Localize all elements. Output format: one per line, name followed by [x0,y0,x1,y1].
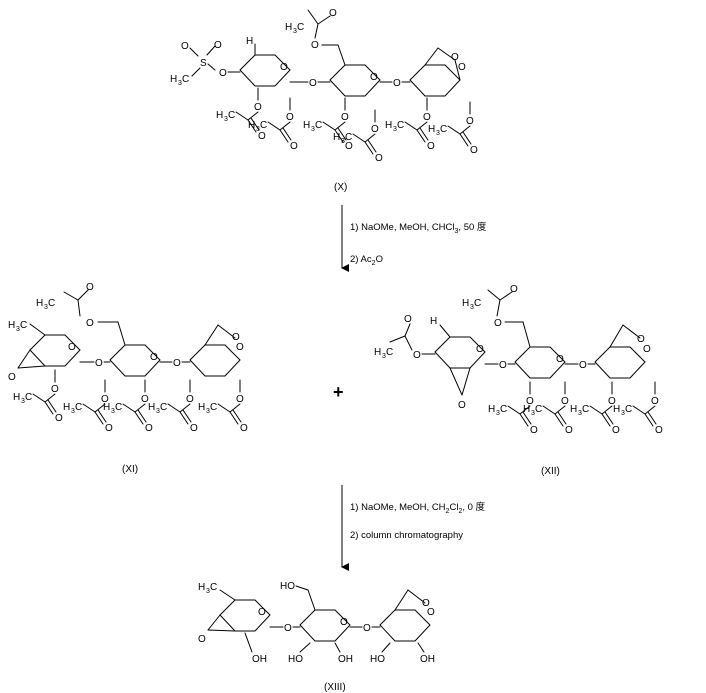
svg-text:C: C [474,298,481,309]
svg-text:H: H [36,298,43,309]
svg-text:O: O [173,358,181,369]
svg-text:3: 3 [293,28,297,35]
step1-condition-1: 1) NaOMe, MeOH, CHCl3, 50 度 [350,221,487,235]
svg-text:H: H [374,347,381,358]
svg-text:H: H [462,298,469,309]
step1-condition-2: 2) Ac2O [350,254,383,267]
compound-xi-structure: O O O O O O O H 3 C O O H 3 C [8,282,249,435]
svg-text:O: O [458,62,466,73]
svg-text:O: O [309,78,317,89]
svg-text:O: O [280,62,288,73]
svg-text:O: O [236,342,244,353]
svg-text:3: 3 [16,326,20,333]
svg-text:O: O [258,607,266,618]
svg-text:S: S [200,58,207,69]
svg-text:3: 3 [382,353,386,360]
svg-text:OH: OH [420,654,435,665]
svg-text:C: C [297,22,304,33]
compound-xii-structure: O O O O O O O H O O H 3 C O O [374,284,664,437]
svg-text:O: O [637,334,645,345]
svg-text:O: O [86,282,94,293]
svg-text:O: O [494,318,502,329]
svg-text:3: 3 [206,588,210,595]
svg-text:O: O [393,78,401,89]
svg-text:OH: OH [252,654,267,665]
svg-text:O: O [404,314,412,325]
compound-xii-label: (XII) [541,466,560,477]
svg-text:O: O [214,40,222,51]
svg-text:O: O [150,352,158,363]
svg-text:H: H [430,316,437,327]
svg-text:C: C [182,74,189,85]
svg-text:HO: HO [370,654,385,665]
svg-text:O: O [181,41,189,52]
svg-text:3: 3 [470,304,474,311]
svg-text:H: H [170,74,177,85]
svg-text:3: 3 [44,304,48,311]
svg-text:O: O [219,68,227,79]
svg-text:O: O [451,52,459,63]
svg-text:HO: HO [280,581,295,592]
svg-text:O: O [329,8,337,19]
svg-text:O: O [86,318,94,329]
svg-text:C: C [386,347,393,358]
svg-text:O: O [198,634,206,645]
svg-text:O: O [370,72,378,83]
svg-text:C: C [210,582,217,593]
svg-text:O: O [340,617,348,628]
svg-text:OH: OH [338,654,353,665]
svg-text:O: O [284,623,292,634]
svg-text:O: O [95,358,103,369]
svg-text:O: O [556,354,564,365]
svg-text:O: O [458,400,466,411]
svg-text:O: O [510,284,518,295]
svg-text:O: O [363,623,371,634]
compound-xiii-label: (XIII) [324,682,346,693]
svg-text:3: 3 [178,80,182,87]
svg-text:H: H [8,320,15,331]
svg-text:HO: HO [288,654,303,665]
compound-xiii-structure: O O O O O O O H 3 C HO OH HO OH HO OH [198,581,435,665]
svg-text:H: H [198,582,205,593]
svg-text:H: H [285,22,292,33]
svg-text:O: O [427,607,435,618]
svg-text:O: O [232,332,240,343]
svg-text:O: O [311,40,319,51]
svg-text:O: O [68,342,76,353]
svg-text:H: H [246,36,253,47]
svg-text:O: O [8,372,16,383]
svg-text:C: C [20,320,27,331]
svg-text:O: O [422,598,430,609]
plus-sign: + [333,382,344,402]
svg-text:O: O [499,360,507,371]
svg-text:O: O [643,344,651,355]
step2-condition-2: 2) column chromatography [350,530,463,541]
step2-condition-1: 1) NaOMe, MeOH, CH2Cl2, 0 度 [350,501,486,515]
compound-xi-label: (XI) [122,464,138,475]
svg-text:O: O [579,360,587,371]
svg-text:C: C [48,298,55,309]
svg-text:O: O [476,344,484,355]
compound-x-structure: O O O O O O H O O H 3 C O S O O H [170,8,479,165]
compound-x-label: (X) [334,182,347,193]
svg-text:O: O [413,350,421,361]
